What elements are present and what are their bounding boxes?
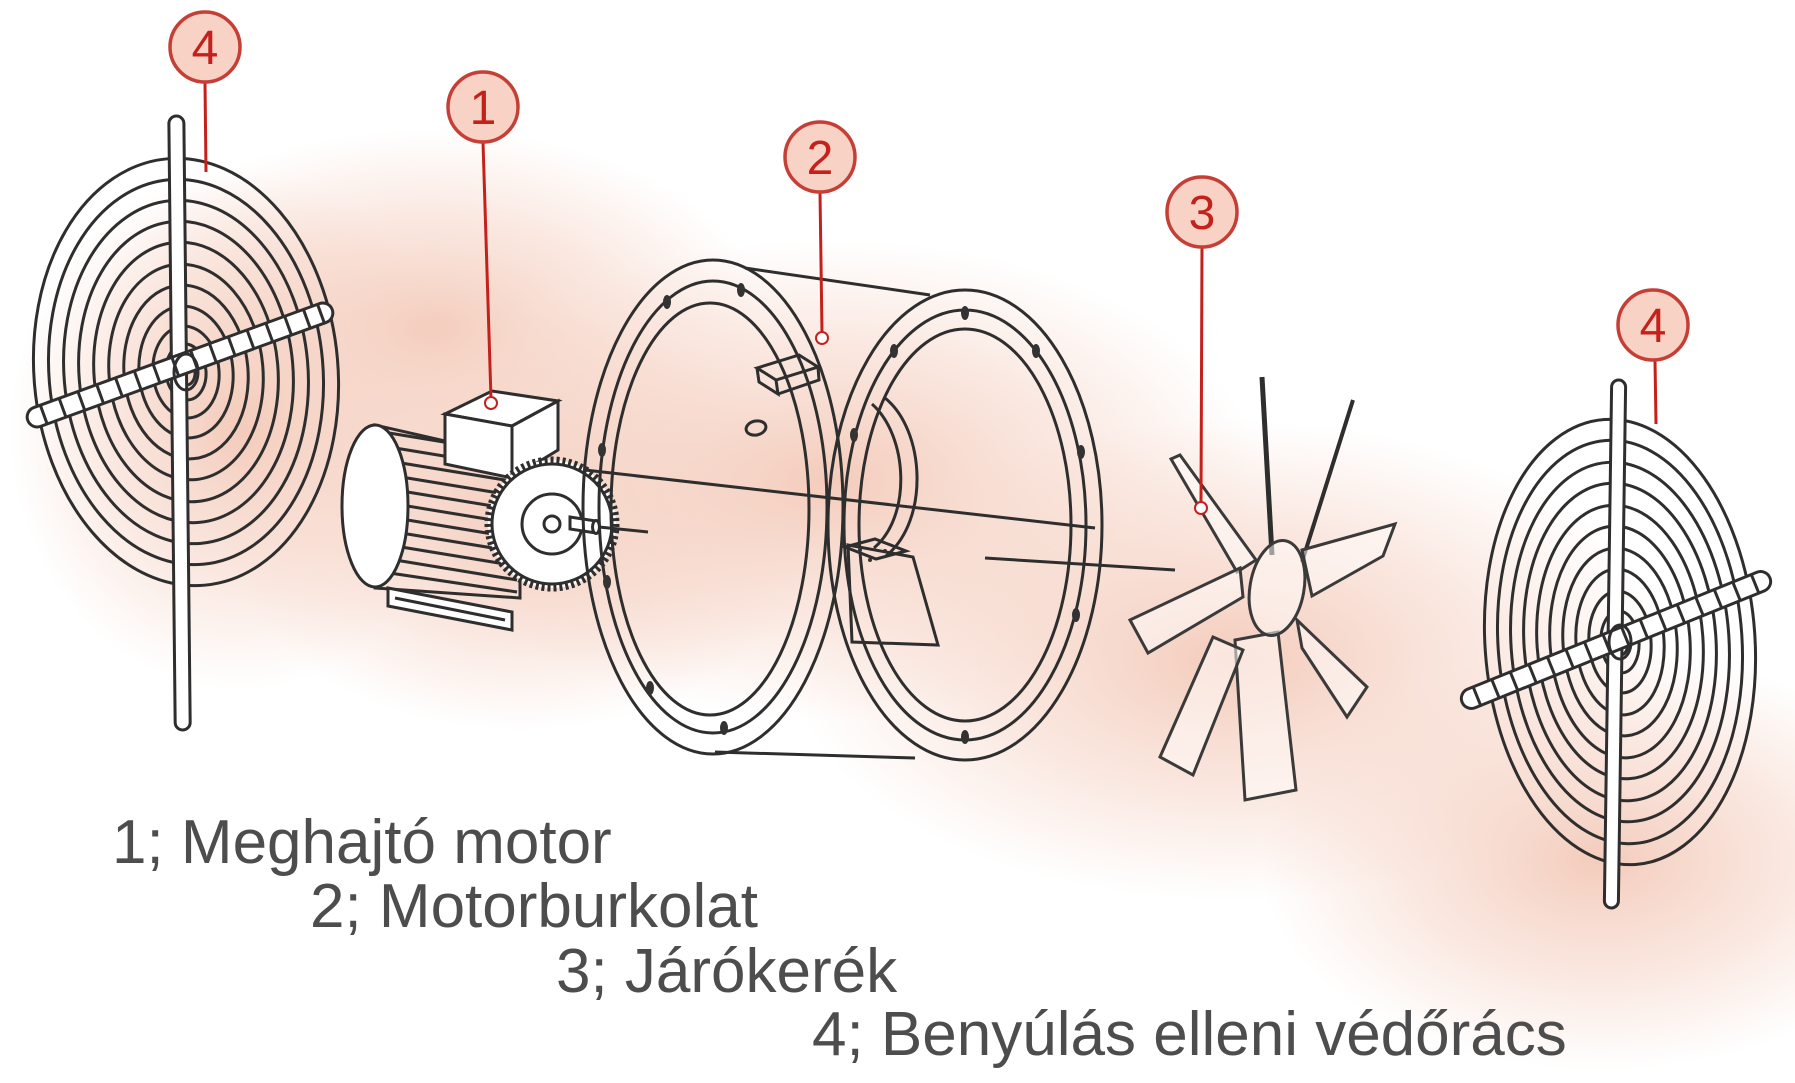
motor-terminal-box xyxy=(440,389,563,481)
legend-item-4: 4; Benyúlás elleni védőrács xyxy=(812,1000,1567,1069)
legend-item-2: 2; Motorburkolat xyxy=(310,872,758,941)
left-grille-vertical-bar xyxy=(167,114,192,732)
legend-item-1: 1; Meghajtó motor xyxy=(112,808,612,877)
housing-hatch-plate xyxy=(753,353,822,398)
callout-1: 1 xyxy=(446,70,520,410)
impeller-hub xyxy=(1247,538,1307,638)
callout-3: 3 xyxy=(1165,175,1239,515)
left-grille-hub xyxy=(172,352,200,392)
callout-2-number: 2 xyxy=(807,132,834,185)
housing-motor-bracket xyxy=(840,537,941,647)
callout-4-left: 4 xyxy=(168,10,242,173)
right-grille-hub xyxy=(1607,623,1633,661)
impeller-blade-sliver xyxy=(1168,453,1259,575)
housing-inner-wall xyxy=(871,396,919,558)
callout-1-number: 1 xyxy=(470,82,497,135)
callout-4-right-number: 4 xyxy=(1640,300,1667,353)
motor-shaft xyxy=(568,515,649,535)
callout-2: 2 xyxy=(783,120,857,345)
housing-rod-line xyxy=(584,468,1096,530)
callout-3-number: 3 xyxy=(1189,187,1216,240)
impeller xyxy=(1127,376,1398,802)
impeller-rod-line xyxy=(984,556,1176,572)
motor-housing xyxy=(581,258,1176,762)
callout-4-left-number: 4 xyxy=(192,22,219,75)
left-protective-grille xyxy=(25,114,341,732)
motor-feet xyxy=(386,586,514,632)
callout-4-right: 4 xyxy=(1616,288,1690,425)
callouts: 4 1 2 3 4 xyxy=(168,10,1690,515)
impeller-rod-diagonal xyxy=(1300,399,1355,563)
motor-rear-cap xyxy=(340,423,410,589)
housing-cable-hole xyxy=(744,419,768,437)
legend-item-3: 3; Járókerék xyxy=(556,937,898,1006)
right-protective-grille xyxy=(1459,378,1773,910)
impeller-rod-vertical xyxy=(1259,376,1275,556)
background-wash xyxy=(10,130,1795,1070)
